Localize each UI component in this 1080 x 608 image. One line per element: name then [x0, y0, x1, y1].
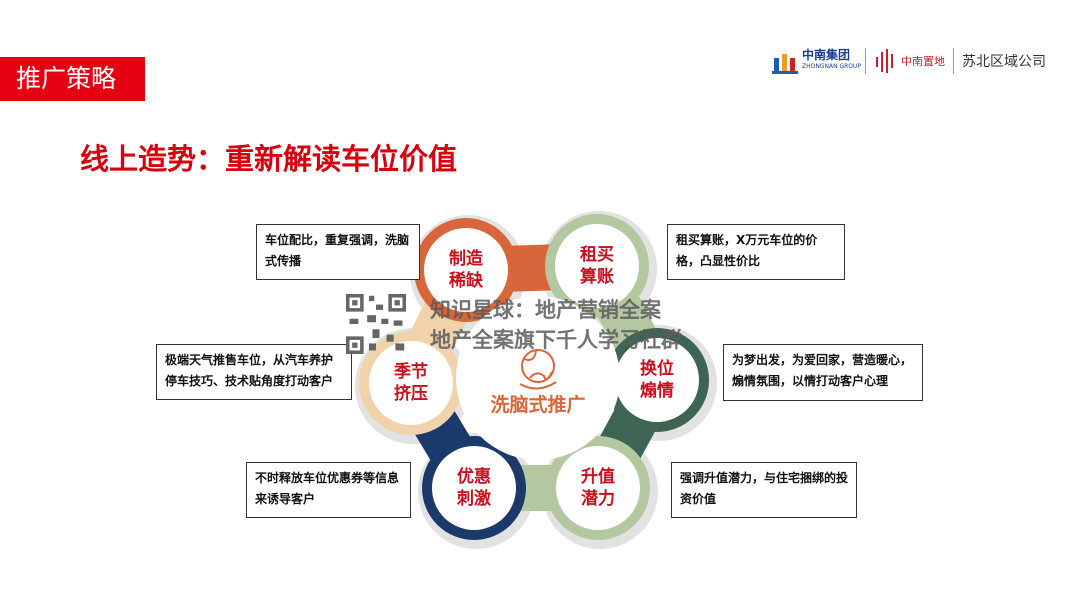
desc-box-discount: 不时释放车位优惠券等信息来诱导客户 — [246, 462, 411, 518]
node-label-line: 算账 — [580, 267, 614, 287]
node-label-line: 租买 — [580, 245, 614, 265]
node-label-line: 煽情 — [640, 381, 674, 401]
center-circle — [456, 296, 620, 460]
center-label: 洗脑式推广 — [490, 394, 586, 416]
node-label-appreciation: 升值潜力 — [558, 466, 638, 510]
node-label-discount: 优惠刺激 — [434, 466, 514, 510]
node-label-line: 季节 — [394, 362, 428, 382]
company-name: 苏北区域公司 — [962, 54, 1046, 70]
desc-box-appreciation: 强调升值潜力，与住宅捆绑的投资价值 — [671, 462, 857, 518]
node-inner-empathy — [615, 338, 699, 422]
zhidi-logo-icon — [876, 49, 893, 73]
node-label-line: 稀缺 — [449, 271, 483, 291]
node-label-line: 优惠 — [457, 467, 491, 487]
qr-code-icon — [346, 294, 406, 354]
node-label-line: 潜力 — [581, 489, 615, 509]
node-label-season: 季节挤压 — [371, 361, 451, 405]
node-label-line: 换位 — [640, 359, 674, 379]
globe-icon — [519, 349, 557, 390]
node-label-line: 升值 — [581, 467, 615, 487]
section-tag: 推广策略 — [0, 57, 145, 101]
node-inner-discount — [432, 446, 516, 530]
watermark-line2: 地产全案旗下千人学习社群 — [430, 328, 682, 352]
node-inner-rent-buy — [555, 224, 639, 308]
desc-box-empathy: 为梦出发，为爱回家，营造暖心，煽情氛围，以情打动客户心理 — [723, 344, 923, 401]
zhidi-name: 中南置地 — [901, 55, 945, 68]
zhongnan-group-logo: 中南集团 ZHONGNAN GROUP — [772, 46, 861, 76]
group-name-en: ZHONGNAN GROUP — [802, 63, 862, 70]
desc-box-scarcity: 车位配比，重复强调，洗脑式传播 — [256, 224, 420, 280]
node-inner-scarcity — [424, 228, 508, 312]
zhongnan-logo-icon — [772, 54, 798, 74]
divider — [865, 48, 866, 74]
node-label-scarcity: 制造稀缺 — [426, 248, 506, 292]
node-label-line: 制造 — [449, 249, 483, 269]
desc-box-rent-buy: 租买算账，X万元车位的价格，凸显性价比 — [667, 224, 845, 280]
divider — [953, 48, 954, 74]
node-label-empathy: 换位煽情 — [617, 358, 697, 402]
node-label-rent-buy: 租买算账 — [557, 244, 637, 288]
node-inner-appreciation — [556, 446, 640, 530]
watermark-line1: 知识星球：地产营销全案 — [430, 298, 661, 322]
desc-box-season: 极端天气推售车位，从汽车养护停车技巧、技术贴角度打动客户 — [156, 344, 352, 400]
node-label-line: 刺激 — [457, 489, 491, 509]
page-title: 线上造势：重新解读车位价值 — [80, 142, 458, 176]
group-name: 中南集团 — [802, 48, 851, 62]
node-inner-season — [369, 341, 453, 425]
zhongnan-zhidi-logo: 中南置地 — [875, 46, 945, 76]
node-label-line: 挤压 — [394, 384, 428, 404]
